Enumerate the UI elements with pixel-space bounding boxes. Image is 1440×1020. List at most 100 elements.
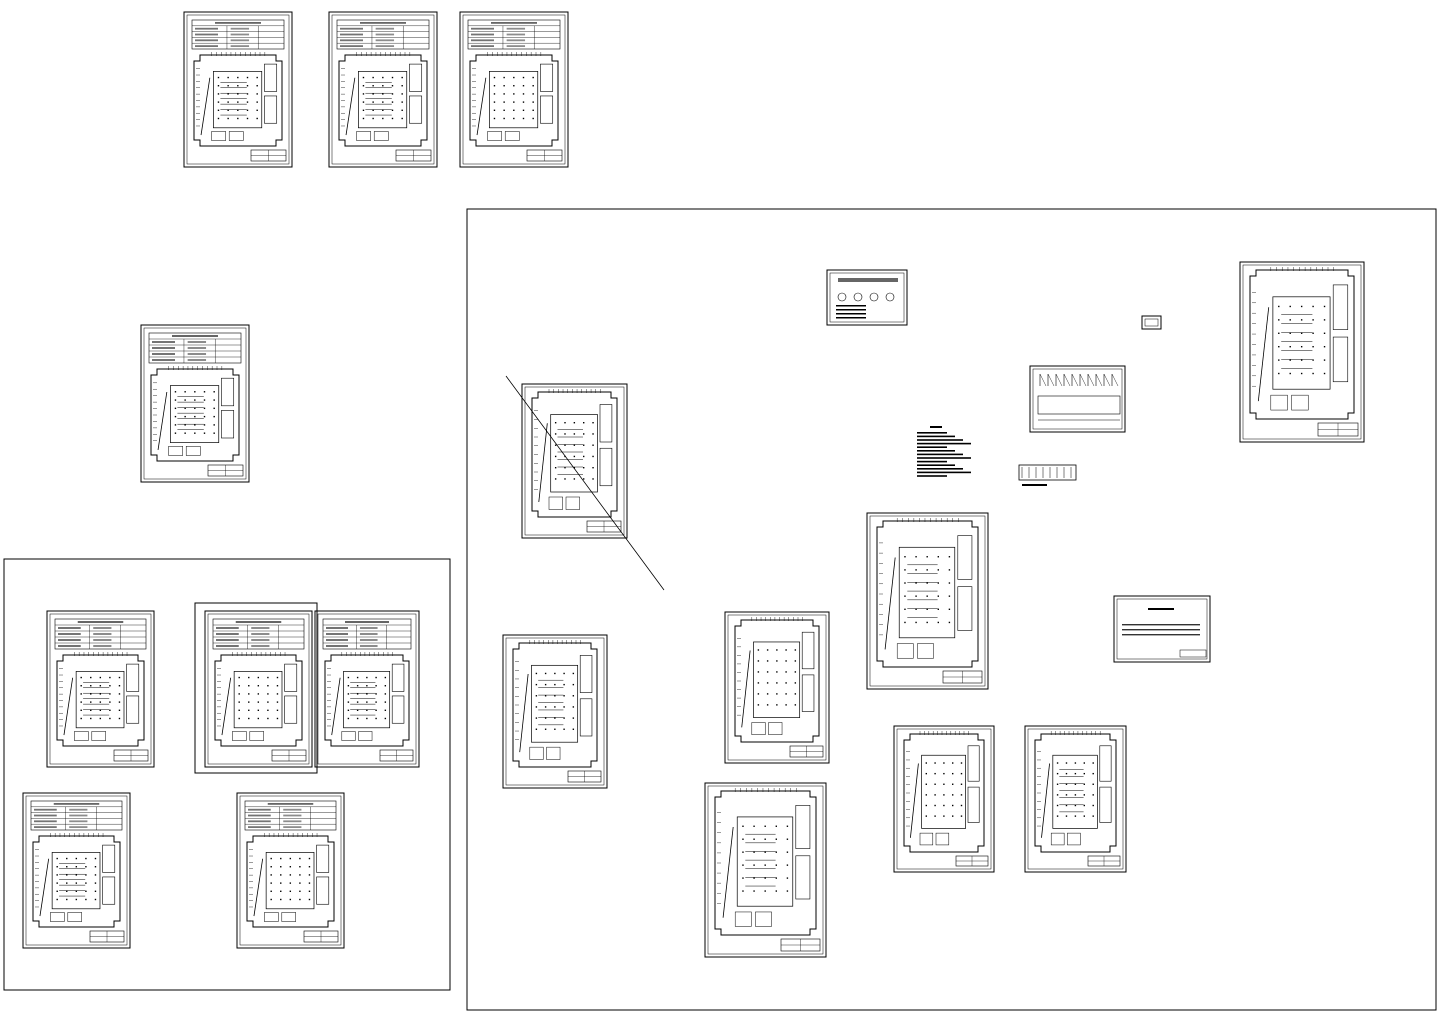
column-mark	[237, 109, 239, 111]
side-room	[957, 586, 973, 631]
column-mark	[934, 794, 936, 796]
legend-text-mark	[836, 313, 866, 315]
column-mark	[90, 701, 92, 703]
bottom-room	[734, 911, 752, 927]
column-mark	[952, 762, 954, 764]
column-mark	[776, 682, 778, 684]
column-mark	[535, 695, 538, 697]
header-text-mark	[340, 27, 363, 30]
column-mark	[382, 117, 384, 120]
column-mark	[1074, 772, 1077, 775]
column-mark	[384, 693, 387, 695]
column-mark	[572, 728, 575, 730]
symbol-mark	[837, 292, 847, 302]
sheet-4[interactable]	[46, 610, 155, 768]
sheet-8[interactable]	[236, 792, 345, 949]
column-mark	[592, 467, 594, 469]
bottom-room	[67, 912, 82, 922]
sheet-inner-border	[49, 613, 152, 765]
floor-plan	[246, 833, 335, 928]
column-mark	[347, 685, 350, 687]
column-mark	[776, 704, 778, 706]
column-mark	[794, 649, 797, 651]
sheet-inner-border	[207, 613, 310, 765]
column-mark	[934, 762, 936, 764]
notes-block	[917, 426, 971, 477]
column-mark	[1065, 815, 1068, 817]
bottom-room	[919, 832, 934, 846]
plan-hall	[753, 641, 801, 718]
sheet-12[interactable]	[704, 782, 827, 958]
column-mark	[572, 706, 575, 708]
column-mark	[280, 866, 282, 868]
column-mark	[952, 794, 954, 796]
header-table	[148, 332, 242, 364]
column-mark	[1312, 332, 1314, 334]
column-mark	[391, 117, 394, 120]
sheet-16[interactable]	[1239, 261, 1365, 443]
sheet-inner-border	[25, 795, 128, 946]
header-text-mark	[34, 826, 57, 828]
sheet-inner-border	[1027, 728, 1124, 870]
sheet-14[interactable]	[893, 725, 995, 873]
column-mark	[257, 717, 260, 720]
header-title-mark	[215, 22, 261, 24]
column-mark	[289, 857, 292, 860]
header-text-mark	[187, 341, 207, 343]
plan-diagonal-wall	[519, 673, 529, 753]
header-text-mark	[251, 627, 270, 629]
column-mark	[246, 117, 249, 120]
column-mark	[1323, 319, 1326, 321]
column-mark	[356, 693, 359, 695]
column-mark	[904, 569, 906, 571]
header-text-mark	[506, 45, 526, 47]
column-mark	[94, 866, 97, 868]
column-mark	[554, 683, 556, 686]
sheet-13[interactable]	[866, 512, 989, 690]
sheet-inner-border	[186, 14, 290, 165]
column-mark	[280, 857, 282, 860]
column-mark	[276, 676, 279, 679]
sheet-7[interactable]	[22, 792, 131, 949]
sheet-10[interactable]	[502, 634, 608, 789]
column-mark	[90, 685, 92, 687]
column-mark	[753, 825, 755, 827]
bottom-room	[373, 131, 389, 141]
column-mark	[66, 898, 68, 901]
sheet-1[interactable]	[328, 11, 438, 168]
column-mark	[184, 407, 186, 410]
side-room	[391, 663, 405, 692]
column-mark	[56, 898, 58, 901]
column-mark	[764, 864, 766, 866]
header-text-mark	[34, 820, 57, 823]
sheet-15[interactable]	[1024, 725, 1127, 873]
column-mark	[564, 422, 566, 424]
sheet-6[interactable]	[314, 610, 420, 768]
column-mark	[532, 76, 534, 79]
sheet-2[interactable]	[459, 11, 569, 168]
column-mark	[248, 676, 250, 679]
strip-frame	[1018, 464, 1077, 481]
sheet-5[interactable]	[204, 610, 313, 768]
sheet-11[interactable]	[724, 611, 830, 764]
column-mark	[1092, 815, 1094, 817]
column-mark	[1312, 319, 1314, 321]
floor-plan	[876, 518, 979, 668]
sheet-0[interactable]	[183, 11, 293, 168]
plan-outer-wall	[512, 642, 598, 768]
column-mark	[227, 93, 229, 95]
column-mark	[904, 556, 906, 558]
column-mark	[1056, 762, 1059, 764]
column-mark	[109, 685, 111, 687]
column-mark	[564, 467, 566, 469]
plan-outer-wall	[1034, 733, 1117, 853]
header-text-mark	[187, 359, 207, 361]
sheet-overlay-frame	[194, 602, 318, 774]
column-mark	[785, 704, 787, 706]
sheet-9[interactable]	[521, 383, 628, 539]
sheet-3[interactable]	[140, 324, 250, 483]
header-text-mark	[152, 359, 175, 361]
column-mark	[99, 709, 102, 711]
bottom-room	[232, 731, 247, 741]
